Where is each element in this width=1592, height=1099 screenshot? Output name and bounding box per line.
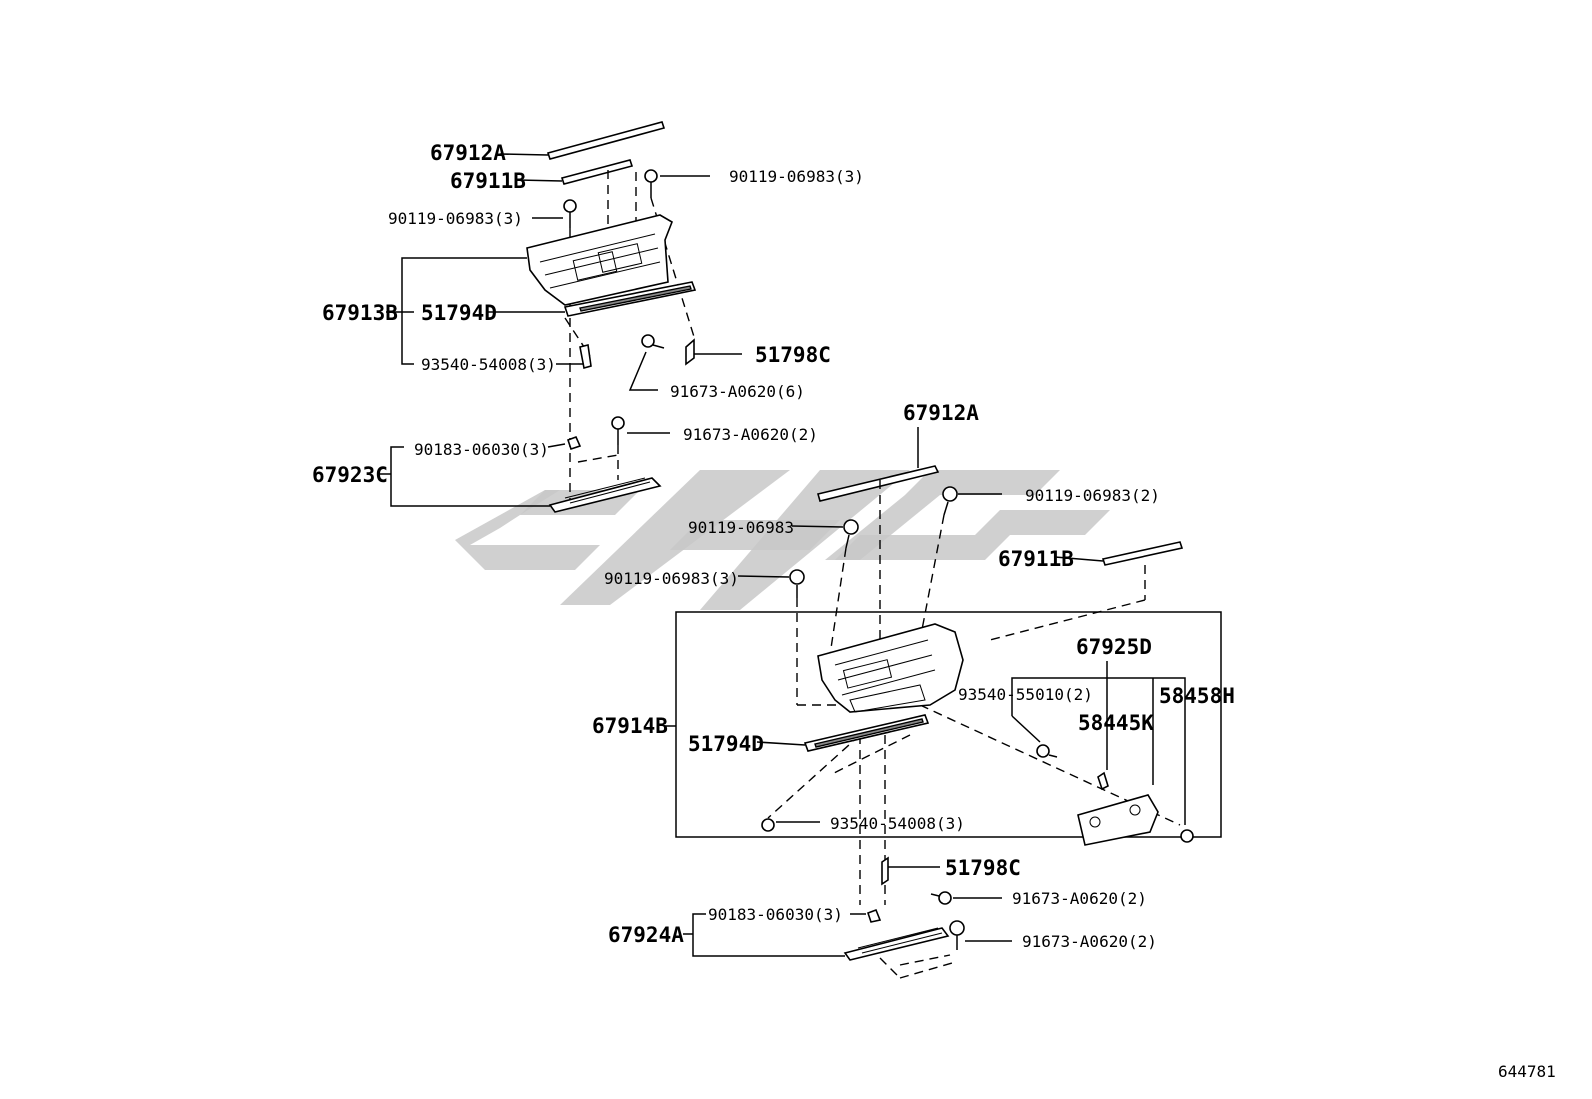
label-67924A: 67924A: [608, 923, 684, 947]
bracket-51798C-lower: [881, 856, 940, 886]
label-67923C: 67923C: [312, 463, 388, 487]
label-90183-06030-3-upper: 90183-06030(3): [414, 440, 549, 459]
label-91673-A0620-2-upper: 91673-A0620(2): [683, 425, 818, 444]
label-67925D: 67925D: [1076, 635, 1152, 659]
clip-58445K: [1097, 771, 1109, 791]
bracket-51798C-upper: [685, 338, 742, 366]
label-91673-A0620-2-lower-b: 91673-A0620(2): [1022, 932, 1157, 951]
label-93540-54008-3-upper: 93540-54008(3): [421, 355, 556, 374]
label-90119-06983-3-left: 90119-06983(3): [388, 209, 523, 228]
bolt-lower-left: [737, 569, 805, 598]
clip-91673-upper: [628, 334, 665, 391]
screw-93540-upper: [556, 344, 592, 370]
label-90119-06983-3-lower: 90119-06983(3): [604, 569, 739, 588]
label-51798C-lower: 51798C: [945, 856, 1021, 880]
label-51794D-upper: 51794D: [421, 301, 497, 325]
label-91673-A0620-6: 91673-A0620(6): [670, 382, 805, 401]
label-67911B-upper: 67911B: [450, 169, 526, 193]
group-bracket-67925D: [1011, 661, 1186, 825]
label-51798C-upper: 51798C: [755, 343, 831, 367]
label-67912A-lower: 67912A: [903, 401, 979, 425]
strip-67912A-upper: [499, 121, 666, 160]
clip-91673-lower-a: [930, 891, 1002, 905]
group-box-67914B: [664, 611, 1222, 838]
strip-67912A-lower: [817, 427, 940, 502]
watermark-logo: [455, 470, 1110, 610]
retainer-67924A: [683, 908, 953, 979]
label-93540-55010-2: 93540-55010(2): [958, 685, 1093, 704]
label-58458H: 58458H: [1159, 684, 1235, 708]
bolt-upper-left: [532, 199, 577, 228]
screw-93540-lower: [761, 818, 820, 832]
label-91673-A0620-2-lower-a: 91673-A0620(2): [1012, 889, 1147, 908]
bolt-lower-right: [942, 486, 1002, 516]
cover-plate-58458H: [1077, 794, 1194, 846]
scuff-strip-51794D-upper: [486, 281, 697, 317]
diagram-id: 644781: [1498, 1062, 1556, 1081]
label-90183-06030-3-lower: 90183-06030(3): [708, 905, 843, 924]
label-67911B-lower: 67911B: [998, 547, 1074, 571]
clip-91673-lower-b: [949, 920, 1012, 950]
guide-lines-upper: [564, 170, 696, 500]
label-90119-06983: 90119-06983: [688, 518, 794, 537]
retainer-67923C: [378, 416, 670, 513]
scuff-strip-51794D-lower: [756, 714, 930, 752]
label-93540-54008-3-lower: 93540-54008(3): [830, 814, 965, 833]
group-bracket-67913B: [386, 257, 527, 365]
label-67914B: 67914B: [592, 714, 668, 738]
label-90119-06983-3-right: 90119-06983(3): [729, 167, 864, 186]
strip-67911B-lower: [1054, 541, 1184, 566]
label-90119-06983-2: 90119-06983(2): [1025, 486, 1160, 505]
label-67913B: 67913B: [322, 301, 398, 325]
strip-67911B-upper: [517, 159, 634, 185]
bolt-lower-mid: [791, 519, 859, 549]
label-58445K: 58445K: [1078, 711, 1154, 735]
bolt-upper-right: [644, 169, 710, 198]
label-51794D-lower: 51794D: [688, 732, 764, 756]
step-plate-upper: [526, 214, 673, 306]
label-67912A-upper: 67912A: [430, 141, 506, 165]
step-plate-lower: [817, 623, 964, 713]
screw-93540-55010: [1036, 744, 1058, 758]
